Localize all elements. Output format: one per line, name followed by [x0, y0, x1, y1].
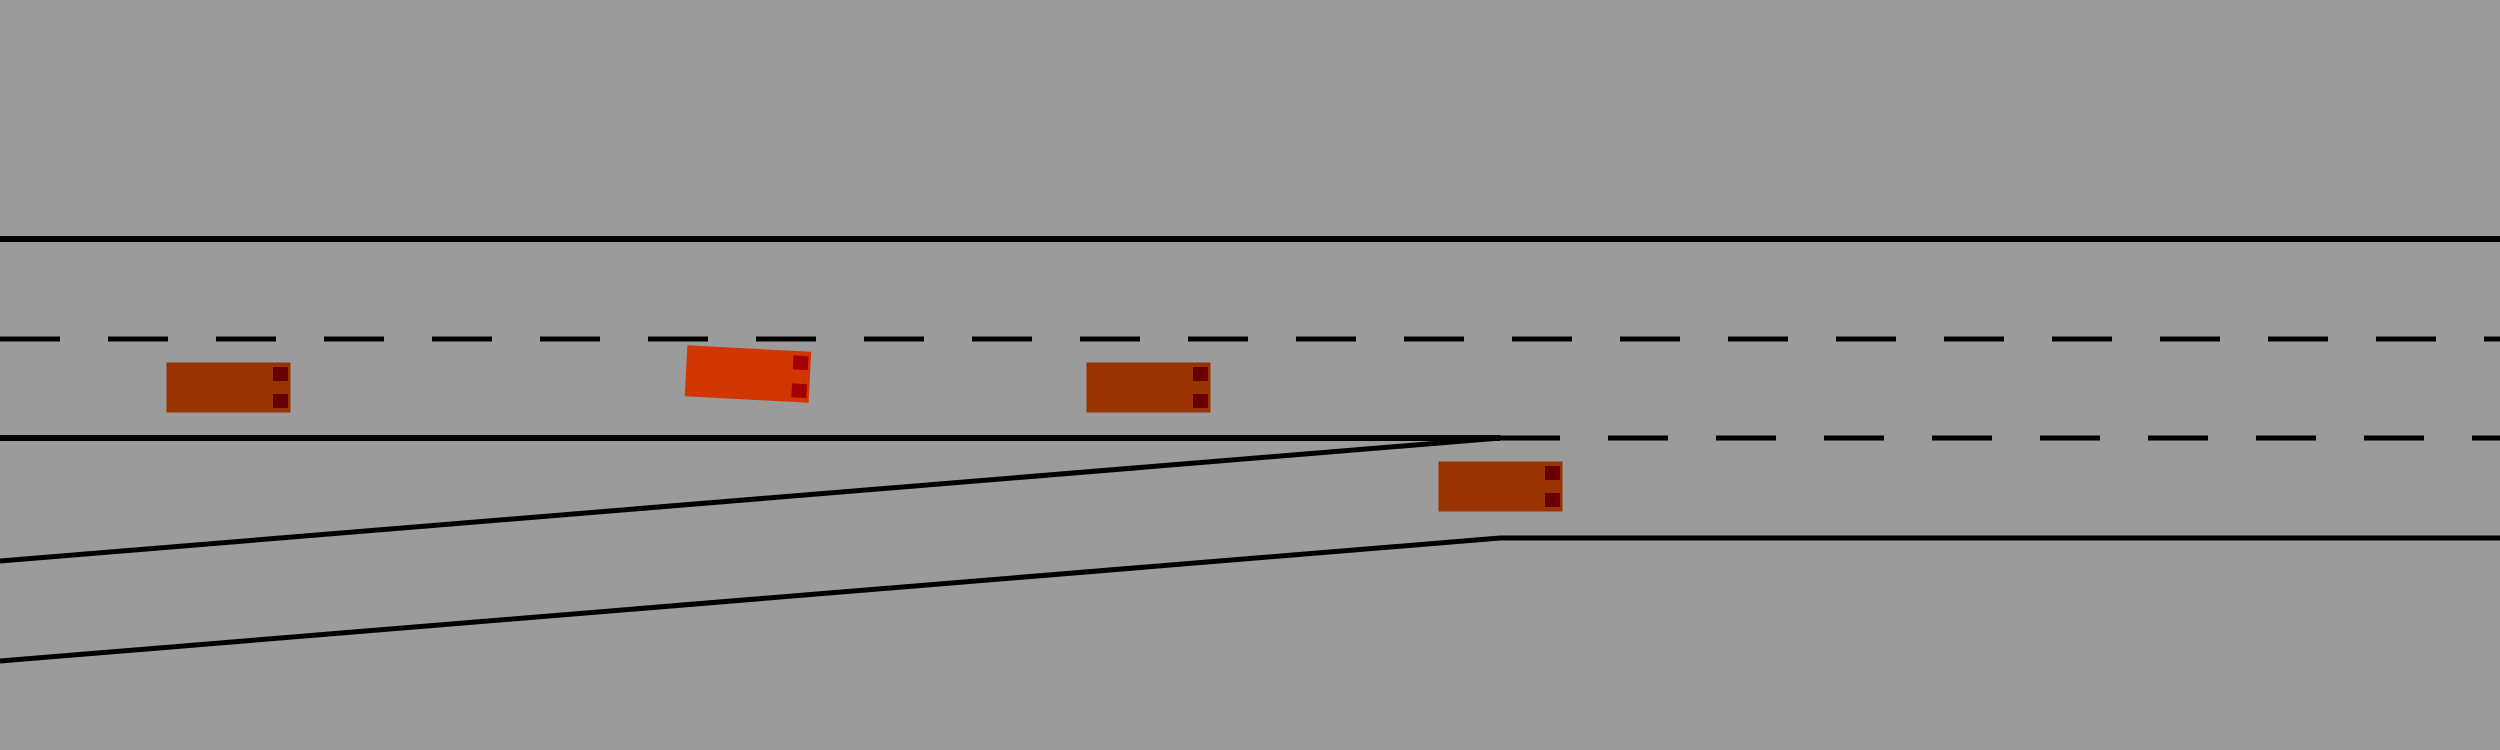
- ego-tail-light-bottom: [791, 383, 808, 399]
- traffic-car: [1086, 362, 1211, 413]
- tail-light-top: [273, 367, 288, 381]
- traffic-car: [166, 362, 291, 413]
- ego-car-body: [684, 345, 812, 403]
- tail-light-bottom: [273, 394, 288, 408]
- ego-car: [684, 345, 812, 403]
- ego-tail-light-top: [792, 355, 809, 371]
- merging-car: [1438, 461, 1563, 512]
- road-markings: [0, 236, 2500, 664]
- tail-light-bottom: [1545, 493, 1560, 507]
- car-body: [1438, 461, 1563, 512]
- car-body: [166, 362, 291, 413]
- tail-light-top: [1545, 466, 1560, 480]
- ramp-lower-edge: [0, 535, 1501, 664]
- tail-light-top: [1193, 367, 1208, 381]
- tail-light-bottom: [1193, 394, 1208, 408]
- ramp-upper-edge: [0, 435, 1501, 564]
- car-body: [1086, 362, 1211, 413]
